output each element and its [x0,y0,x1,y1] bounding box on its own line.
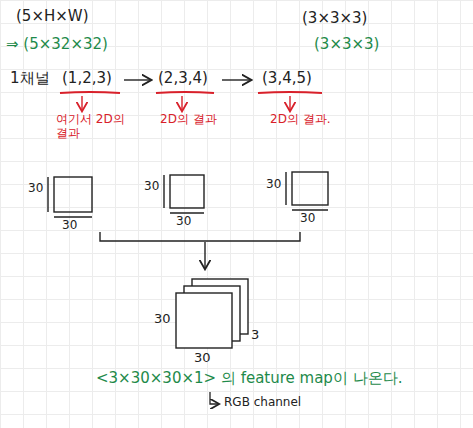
note-text: 2D의 결과. [270,113,331,127]
down-arrow [81,96,82,110]
underline [60,92,120,93]
dimension-number: 30 [194,351,211,366]
feature-square [170,175,204,208]
note-text: 여기서 2D의 결과 [56,113,136,141]
underline [156,92,214,93]
dimension-text: ⇒ (5×32×32) [6,36,108,53]
dimension-text: (3×3×3) [314,36,379,53]
channel-label: 1채널 [10,70,50,87]
tuple-text: (1,2,3) [62,70,112,87]
bracket [100,232,300,241]
dimension-number: 3 [251,328,259,343]
dimension-text: (5×H×W) [16,8,89,25]
feature-square [54,177,92,212]
tuple-text: (2,3,4) [158,70,208,87]
dimension-text: (3×3×3) [302,10,367,27]
down-arrow [289,96,290,110]
dimension-number: 30 [62,219,77,233]
tuple-text: (3,4,5) [262,70,312,87]
dimension-number: 30 [266,178,281,192]
underline [258,92,322,93]
dimension-number: 30 [300,212,315,226]
channel-note: RGB channel [224,396,301,410]
dimension-tick [286,172,328,210]
hook-arrow [210,392,218,404]
dimension-number: 30 [28,182,43,196]
feature-square [292,172,328,205]
note-text: 2D의 결과 [160,113,217,127]
result-note: <3×30×30×1> 의 feature map이 나온다. [96,370,402,387]
dimension-number: 30 [144,180,159,194]
dimension-number: 30 [154,312,171,327]
sketch-arrow [204,242,205,268]
sketch-arrow [222,79,250,80]
down-arrow [181,96,182,110]
stacked-square [176,293,232,348]
dimension-number: 30 [176,215,191,229]
sketch-arrow [124,79,150,80]
dimension-tick [48,177,92,217]
dimension-tick [164,175,204,213]
